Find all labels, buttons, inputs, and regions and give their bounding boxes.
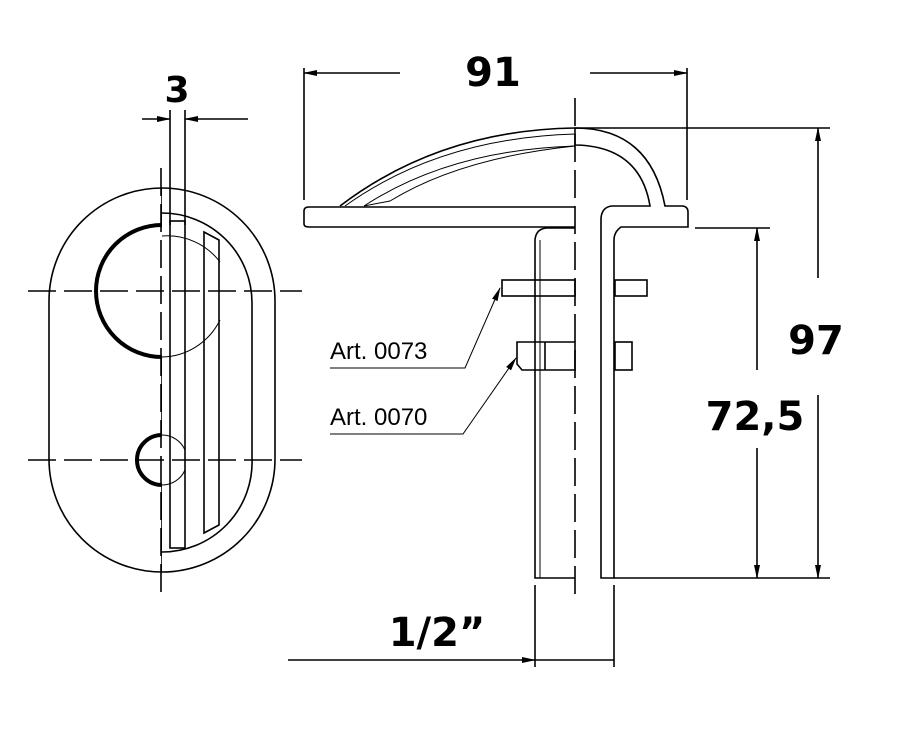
dimension-overall-height: 97 xyxy=(788,318,844,364)
dimension-thread-size: 1/2” xyxy=(389,610,486,656)
leader-washer xyxy=(330,287,501,369)
large-hole xyxy=(94,223,162,359)
dimension-slot-width: 3 xyxy=(164,70,189,111)
dimension-overall-width: 91 xyxy=(465,50,521,96)
slot-2 xyxy=(203,230,220,535)
washer xyxy=(501,279,576,297)
front-view: 3 xyxy=(28,70,302,595)
label-washer: Art. 0073 xyxy=(330,338,427,365)
nut xyxy=(516,341,576,371)
leader-nut xyxy=(330,357,517,435)
flange xyxy=(303,206,575,228)
side-section-view: 91 97 72,5 1/2” Art. 0073 Art. 0070 xyxy=(288,50,844,667)
section-hatch xyxy=(574,127,689,579)
slot-1 xyxy=(169,220,186,549)
front-view-section-hatched xyxy=(48,187,162,573)
label-nut: Art. 0070 xyxy=(330,404,427,431)
dimension-pipe-height: 72,5 xyxy=(706,394,805,440)
